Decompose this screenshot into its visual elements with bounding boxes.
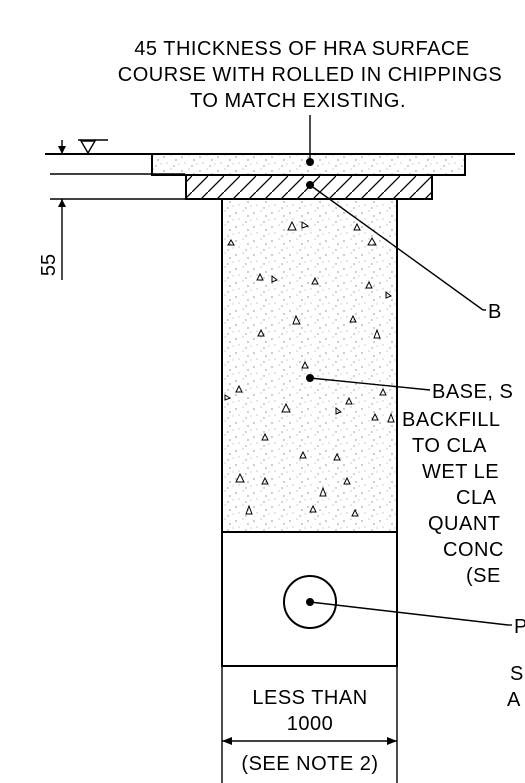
width-dimension [221, 656, 398, 783]
right-partial-1: S [510, 663, 524, 685]
trench-backfill [221, 198, 398, 533]
base-note-line-6: QUANT [428, 513, 501, 535]
right-partial-2: A [507, 689, 521, 711]
base-note-line-1: BASE, S [432, 381, 513, 403]
width-note-line-2: 1000 [287, 713, 334, 735]
surface-note-line-1: 45 THICKNESS OF HRA SURFACE [134, 38, 469, 60]
base-note-line-7: CONC [443, 539, 504, 561]
base-note-line-2: BACKFILL [402, 409, 500, 431]
base-note-line-4: WET LE [422, 461, 499, 483]
surface-course-dot [306, 158, 314, 166]
inverted-triangle-level-icon [78, 139, 108, 155]
backfill-leader [309, 377, 431, 391]
width-note-line-1: LESS THAN [252, 687, 367, 709]
base-note-line-5: CLA [456, 487, 497, 509]
surface-note-line-2: COURSE WITH ROLLED IN CHIPPINGS [118, 64, 502, 86]
dimension-55-label: 55 [38, 254, 60, 276]
base-note-line-3: TO CLA [412, 435, 487, 457]
binder-callout: B [488, 301, 502, 323]
width-see-note: (SEE NOTE 2) [241, 753, 378, 775]
pipe-leader [309, 601, 509, 626]
base-note-line-8: (SE [466, 565, 501, 587]
aggregate-triangles [224, 220, 395, 517]
pipe-callout: P [514, 616, 525, 638]
surface-note-line-3: TO MATCH EXISTING. [190, 90, 406, 112]
